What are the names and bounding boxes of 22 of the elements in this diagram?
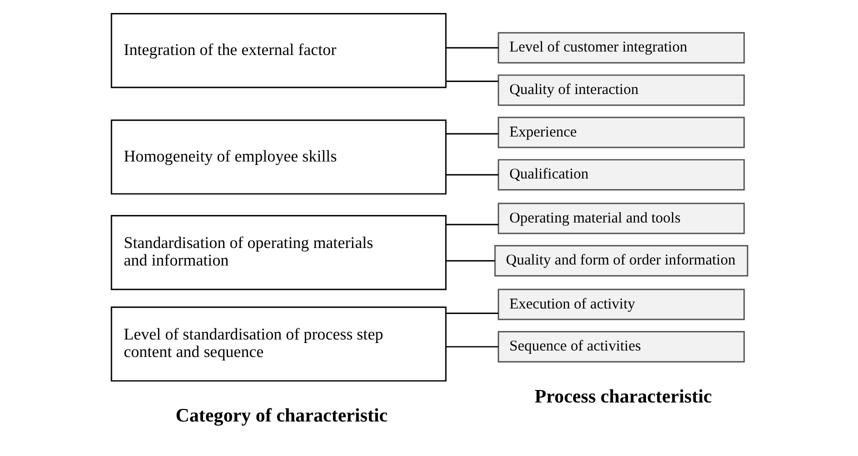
node-box: Experience bbox=[497, 116, 744, 148]
node-box: Homogeneity of employee skills bbox=[110, 119, 446, 195]
connector bbox=[445, 224, 498, 226]
node-box: Level of standardisation of process step content and sequence bbox=[110, 306, 446, 382]
node-box: Operating material and tools bbox=[497, 202, 744, 234]
connector bbox=[445, 133, 498, 134]
connector bbox=[445, 312, 498, 314]
connector bbox=[445, 346, 498, 348]
node-box: Quality and form of order information bbox=[494, 245, 748, 276]
node-box: Level of customer integration bbox=[497, 32, 744, 64]
node-box: Qualification bbox=[497, 159, 744, 190]
label: Process characteristic bbox=[534, 386, 712, 408]
node-box: Integration of the external factor bbox=[110, 13, 446, 88]
connector bbox=[445, 174, 498, 176]
node-box: Standardisation of operating materials and information bbox=[110, 215, 446, 290]
connector bbox=[445, 260, 494, 262]
label: Category of characteristic bbox=[175, 405, 388, 426]
connector bbox=[445, 80, 498, 82]
node-box: Quality of interaction bbox=[497, 74, 744, 106]
node-box: Execution of activity bbox=[497, 288, 744, 320]
node-box: Sequence of activities bbox=[497, 331, 744, 362]
connector bbox=[445, 47, 498, 48]
